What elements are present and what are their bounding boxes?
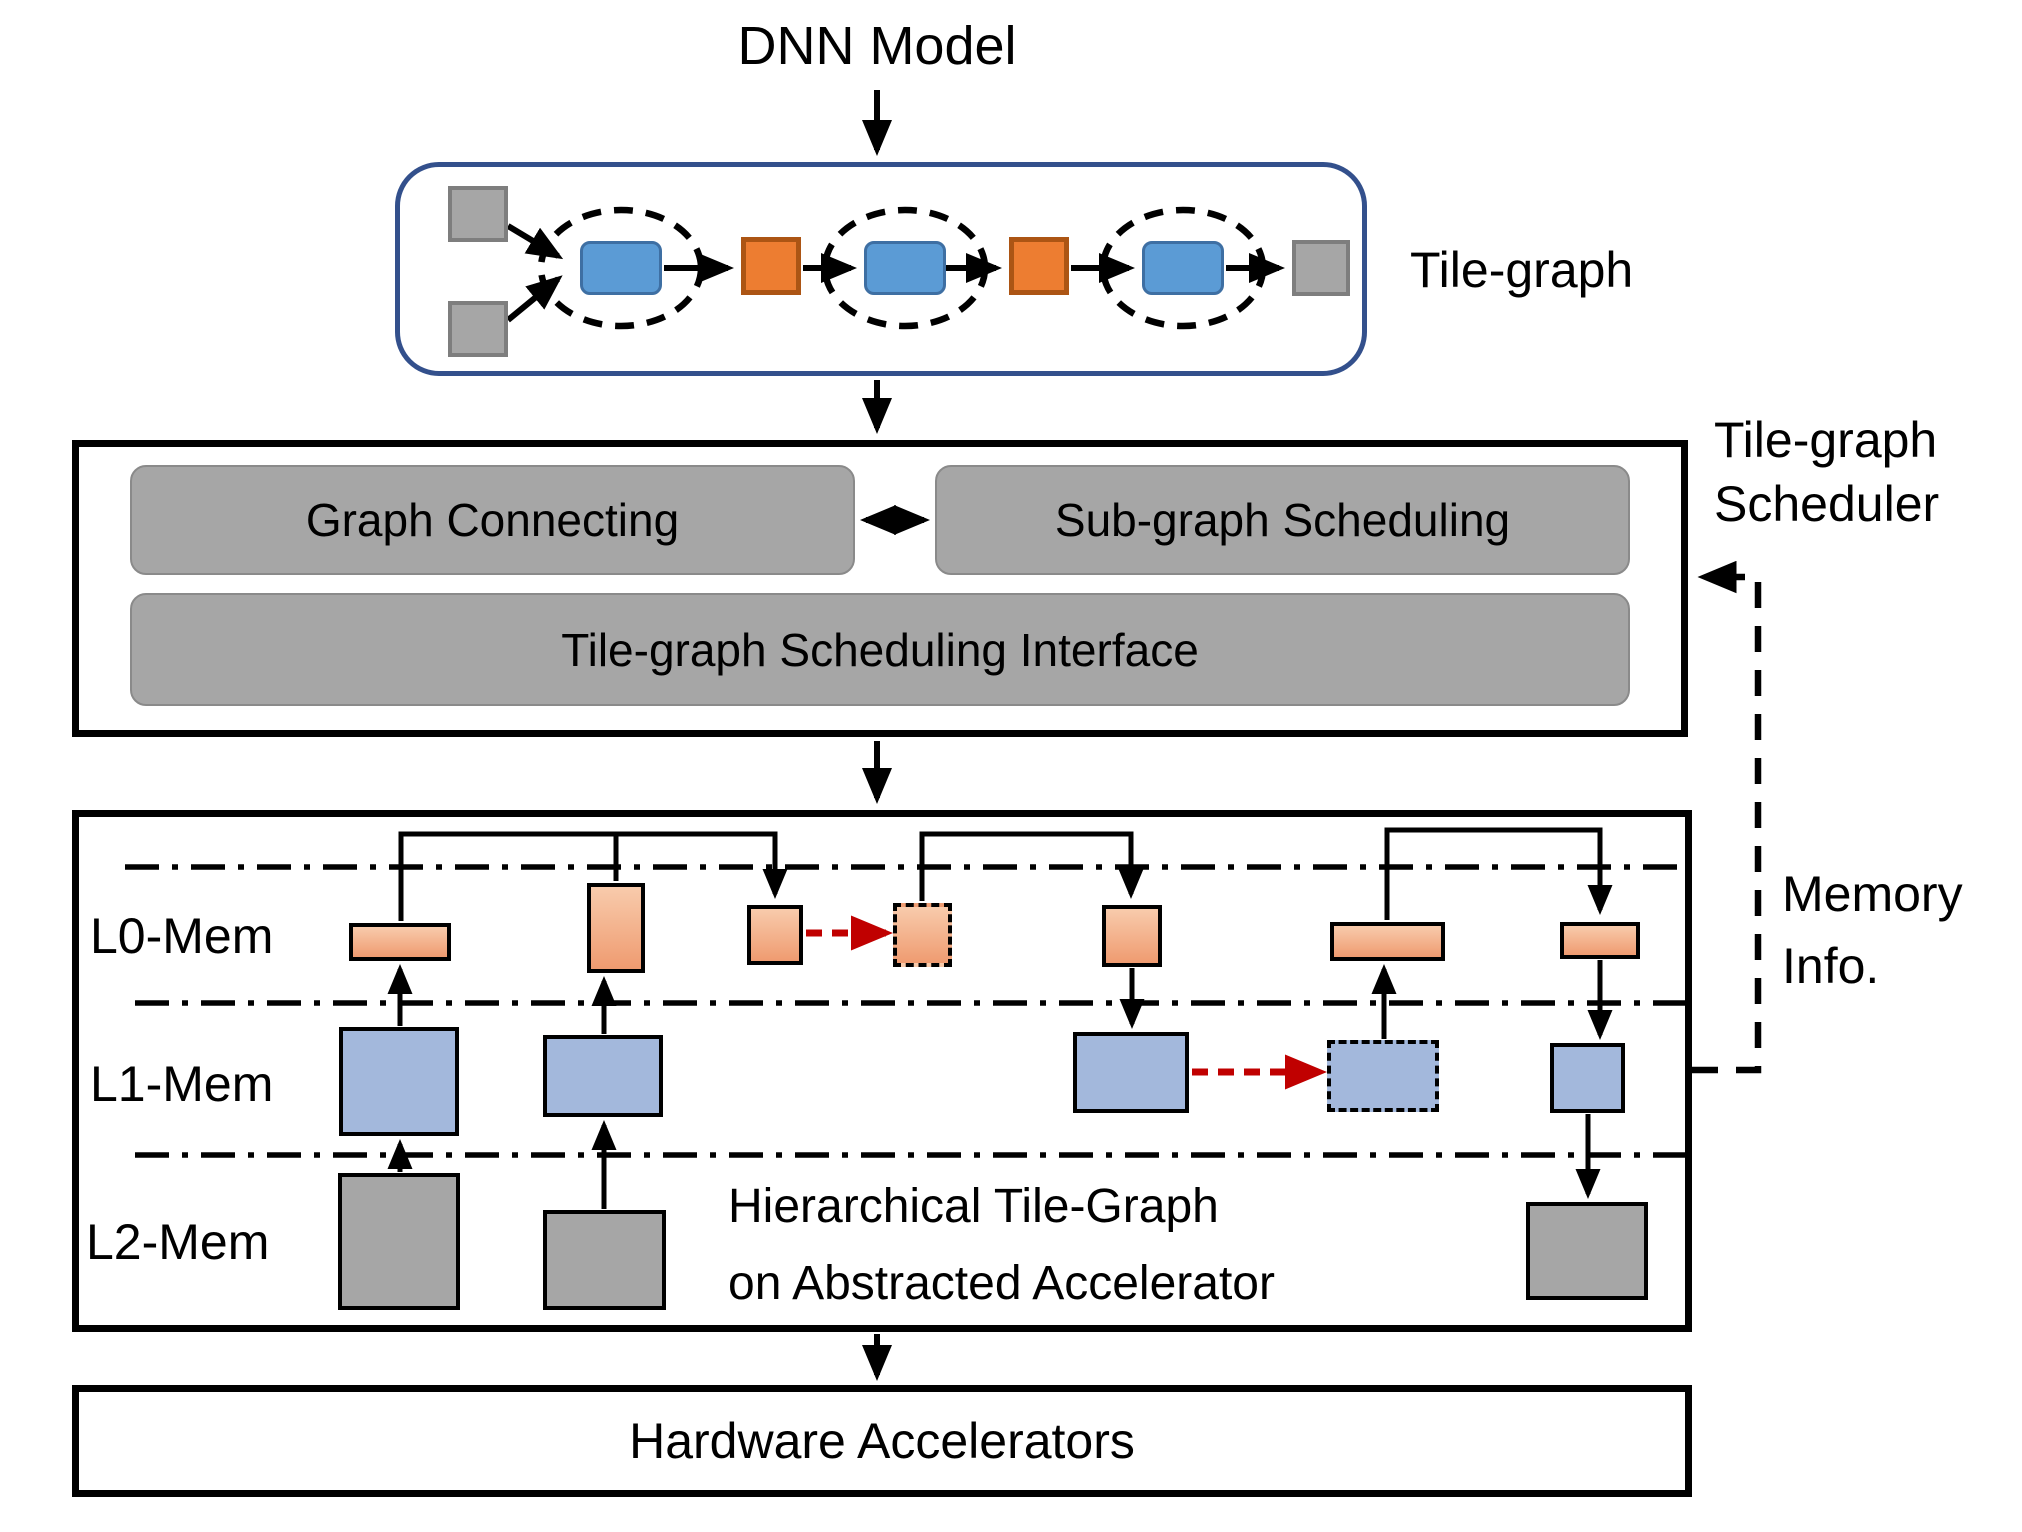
l0-tile-6 bbox=[1330, 922, 1445, 961]
tile-graph-output-node bbox=[1292, 240, 1350, 296]
l0-tile-7 bbox=[1560, 922, 1640, 959]
memory-info-feedback-path bbox=[1692, 560, 1762, 1074]
arrow-input2-to-node1 bbox=[506, 275, 563, 323]
hardware-accelerators-label: Hardware Accelerators bbox=[629, 1413, 1135, 1469]
l0-tile-2 bbox=[587, 883, 645, 973]
l2-tile-2 bbox=[543, 1210, 666, 1310]
l0-tile-3 bbox=[747, 905, 803, 965]
l1-tile-5 bbox=[1550, 1043, 1625, 1113]
hierarchy-caption-line1: Hierarchical Tile-Graph bbox=[728, 1180, 1219, 1233]
l2-tile-1 bbox=[338, 1173, 460, 1310]
module-sub-graph-scheduling-label: Sub-graph Scheduling bbox=[1054, 494, 1511, 546]
fusion-ellipse-3 bbox=[1099, 206, 1267, 330]
hardware-accelerators-box: Hardware Accelerators bbox=[72, 1385, 1692, 1497]
tile-graph-compute-node-2 bbox=[864, 241, 946, 295]
module-graph-connecting-label: Graph Connecting bbox=[305, 494, 680, 546]
hierarchy-caption: Hierarchical Tile-Graph on Abstracted Ac… bbox=[728, 1168, 1275, 1322]
tree-c-line bbox=[1384, 827, 1613, 920]
level-label-l0-mem: L0-Mem bbox=[90, 908, 274, 964]
l1-tile-3 bbox=[1073, 1032, 1189, 1113]
l2-tile-3 bbox=[1526, 1202, 1648, 1300]
memory-info-label: Memory Info. bbox=[1782, 858, 1963, 1002]
hierarchy-caption-line2: on Abstracted Accelerator bbox=[728, 1257, 1275, 1310]
module-sub-graph-scheduling: Sub-graph Scheduling bbox=[935, 465, 1630, 575]
level-label-l1-mem: L1-Mem bbox=[90, 1056, 274, 1112]
tree-b-line bbox=[919, 831, 1144, 901]
fusion-ellipse-1 bbox=[537, 206, 705, 330]
tile-graph-input-node-2 bbox=[448, 301, 508, 357]
fusion-ellipse-2 bbox=[821, 206, 989, 330]
module-scheduling-interface-label: Tile-graph Scheduling Interface bbox=[561, 623, 1199, 676]
scheduler-side-label-line2: Scheduler bbox=[1714, 476, 1940, 532]
scheduler-side-label: Tile-graph Scheduler bbox=[1714, 408, 1939, 536]
tile-graph-buffer-node-1 bbox=[741, 237, 801, 295]
memory-info-label-line2: Info. bbox=[1782, 938, 1880, 994]
scheduler-side-label-line1: Tile-graph bbox=[1714, 412, 1938, 468]
arrow-input1-to-node1 bbox=[506, 223, 564, 260]
tile-graph-compute-node-1 bbox=[580, 241, 662, 295]
l0-tile-5 bbox=[1102, 905, 1162, 967]
memory-info-label-line1: Memory bbox=[1782, 866, 1963, 922]
tile-graph-label: Tile-graph bbox=[1410, 242, 1634, 298]
l1-tile-1 bbox=[339, 1027, 459, 1136]
tile-graph-compute-node-3 bbox=[1142, 241, 1224, 295]
tile-graph-input-node-1 bbox=[448, 186, 508, 242]
l0-tile-4-dashed bbox=[893, 903, 952, 967]
page-title: DNN Model bbox=[737, 16, 1017, 76]
tile-graph-buffer-node-2 bbox=[1009, 237, 1069, 295]
level-label-l2-mem: L2-Mem bbox=[86, 1214, 270, 1270]
tree-a-line bbox=[398, 831, 788, 921]
module-graph-connecting: Graph Connecting bbox=[130, 465, 855, 575]
l0-tile-1 bbox=[349, 923, 451, 961]
l1-tile-2 bbox=[543, 1035, 663, 1117]
l1-tile-4-dashed bbox=[1327, 1040, 1439, 1112]
module-scheduling-interface: Tile-graph Scheduling Interface bbox=[130, 593, 1630, 706]
